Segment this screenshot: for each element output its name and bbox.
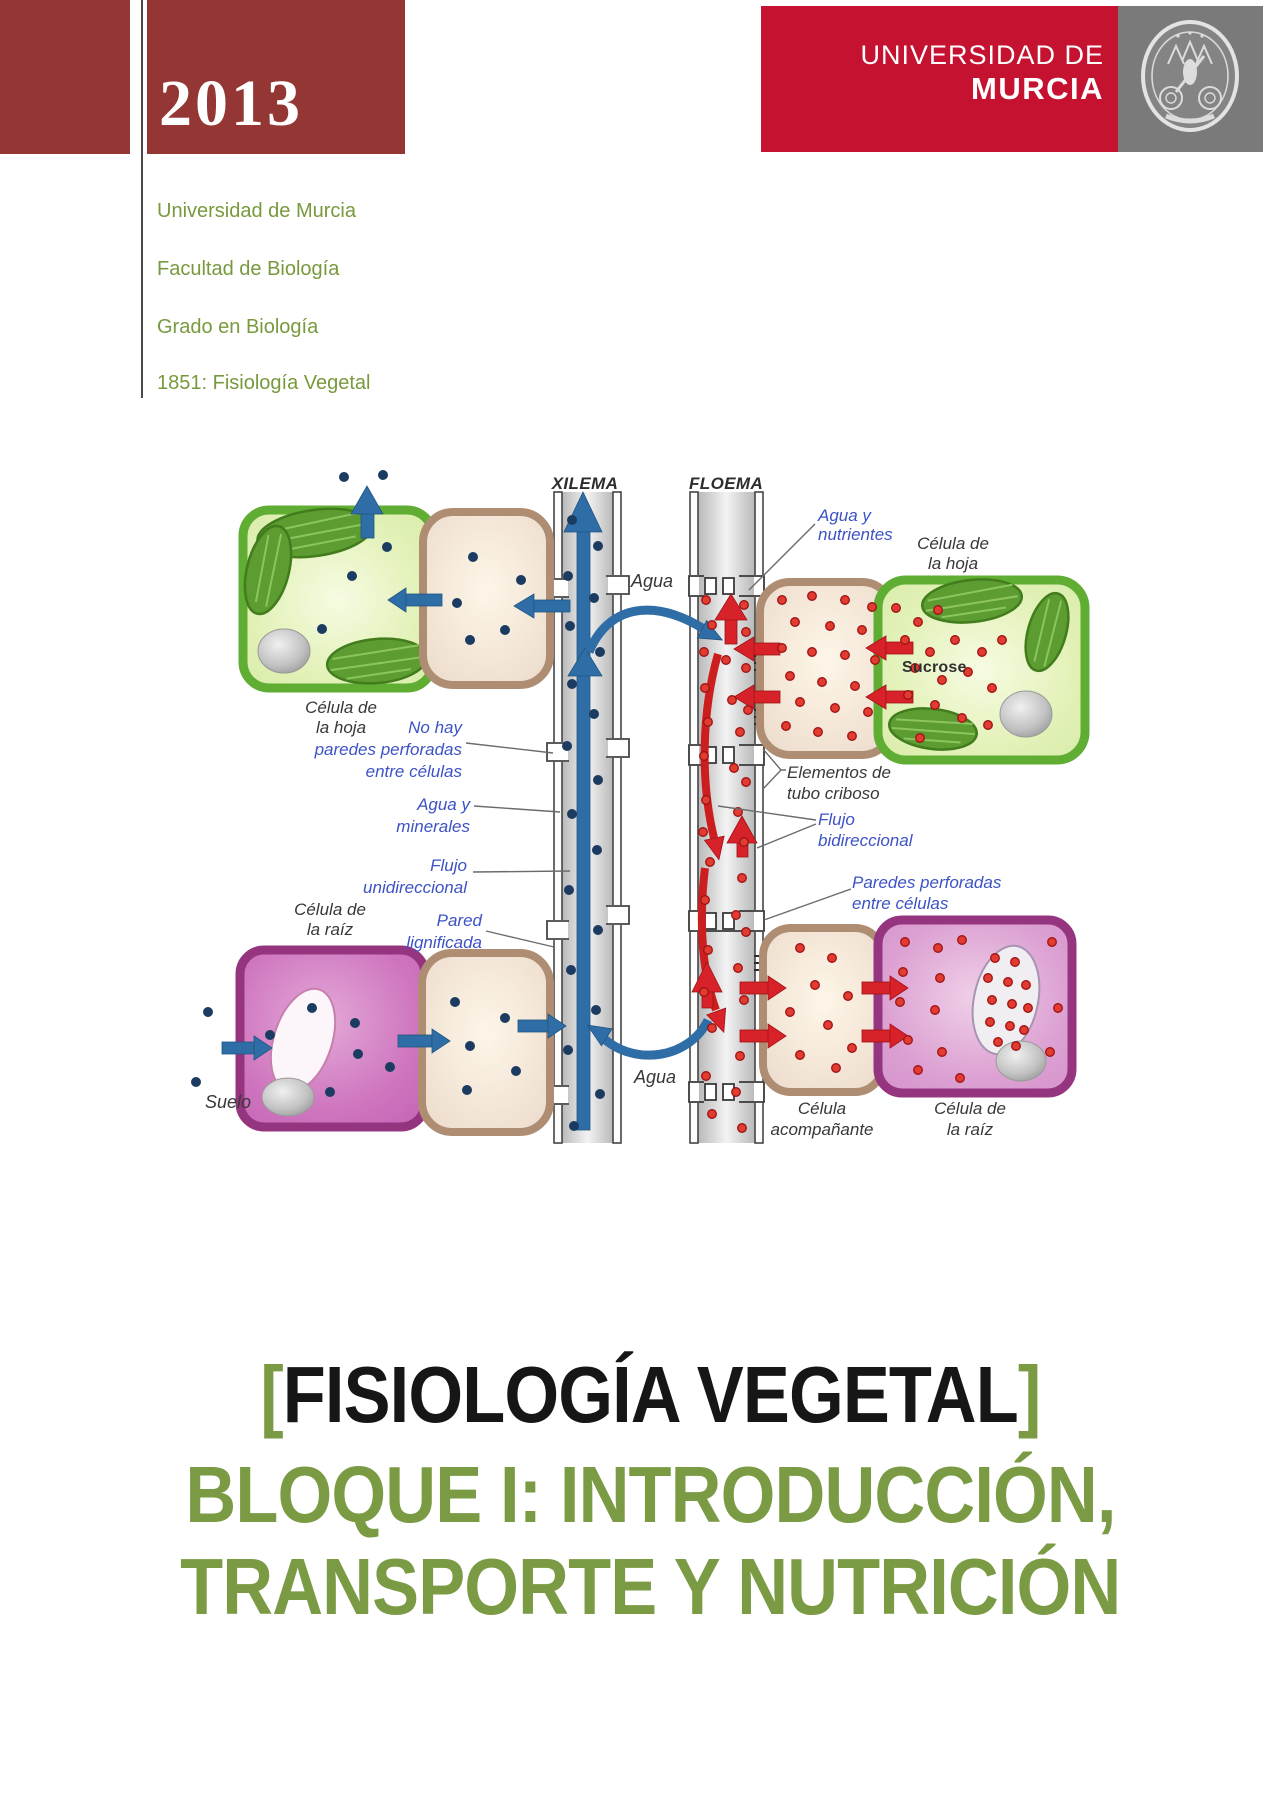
label-agua-bottom: Agua: [633, 1067, 677, 1087]
label-celula-raiz-right: Célula de la raíz: [934, 1099, 1006, 1139]
sucrose-dots: [698, 591, 1063, 1133]
phloem-tube: [688, 491, 770, 1144]
title-line-1: [FISIOLOGÍA VEGETAL]: [20, 1352, 1280, 1438]
university-seal-icon: [1141, 20, 1239, 132]
label-sucrose: Sucrose: [902, 659, 967, 676]
label-elementos-tubo-criboso: Elementos de tubo criboso: [787, 763, 891, 803]
root-cell-bottom-right: [873, 915, 1077, 1098]
xylem-pit-left: [545, 578, 569, 1105]
university-banner: UNIVERSIDAD DE MURCIA: [761, 6, 1263, 152]
label-celula-acompanante: Célula acompañante: [770, 1099, 874, 1139]
vertical-divider: [141, 0, 143, 398]
phloem-side-cell-top: [756, 578, 896, 759]
nucleus: [257, 628, 311, 674]
label-celula-hoja-left: Célula de la hoja: [305, 698, 377, 737]
root-parenchyma-cell-bottom: [418, 949, 554, 1136]
university-banner-red: UNIVERSIDAD DE MURCIA: [761, 6, 1118, 152]
xylem-pit-right: [606, 575, 631, 925]
label-flujo-unidireccional: Flujo unidireccional: [363, 856, 467, 897]
maroon-corner-block: [0, 0, 130, 154]
university-name-line1: UNIVERSIDAD DE: [860, 40, 1104, 70]
nucleus: [995, 1040, 1047, 1082]
xylem-column-label: XILEMA: [551, 474, 619, 493]
info-line-degree: Grado en Biología: [157, 316, 319, 338]
xylem-tube: [545, 491, 631, 1144]
parenchyma-cell-top: [419, 508, 554, 689]
root-cell-bottom-left: [235, 945, 430, 1132]
label-agua-nutrientes: Agua y nutrientes: [818, 506, 893, 544]
title-bracket-close: ]: [1017, 1350, 1041, 1439]
label-flujo-bidireccional: Flujo bidireccional: [818, 810, 913, 850]
info-line-university: Universidad de Murcia: [157, 200, 356, 222]
leaf-cell-top-left: [238, 505, 438, 693]
title-main: FISIOLOGÍA VEGETAL: [282, 1350, 1018, 1439]
year-text: 2013: [159, 67, 303, 140]
info-line-faculty: Facultad de Biología: [157, 258, 340, 280]
university-name-line2: MURCIA: [971, 71, 1104, 106]
year-block: 2013: [147, 0, 405, 154]
label-agua-top: Agua: [630, 571, 674, 591]
title-bracket-open: [: [259, 1350, 283, 1439]
title-line-3: TRANSPORTE Y NUTRICIÓN: [179, 1542, 1121, 1631]
label-celula-hoja-right: Célula de la hoja: [917, 534, 989, 573]
university-seal-panel: [1118, 6, 1263, 152]
label-no-hay: No hay paredes perforadas entre células: [314, 718, 462, 781]
label-suelo: Suelo: [205, 1092, 252, 1112]
nucleus: [261, 1077, 315, 1117]
sieve-plates: [688, 575, 765, 1103]
label-celula-raiz-left: Célula de la raíz: [294, 900, 366, 939]
nucleus: [999, 690, 1053, 738]
label-agua-minerales: Agua y minerales: [396, 795, 470, 836]
info-line-course: 1851: Fisiología Vegetal: [157, 372, 371, 394]
label-paredes-perforadas: Paredes perforadas entre células: [852, 873, 1002, 913]
label-pared-lignificada: Pared lignificada: [406, 911, 482, 952]
title-line-2: BLOQUE I: INTRODUCCIÓN,: [184, 1450, 1116, 1539]
phloem-column-label: FLOEMA: [689, 474, 764, 493]
plasmodesmata-ticks: [754, 655, 770, 971]
companion-cell: [759, 924, 887, 1096]
